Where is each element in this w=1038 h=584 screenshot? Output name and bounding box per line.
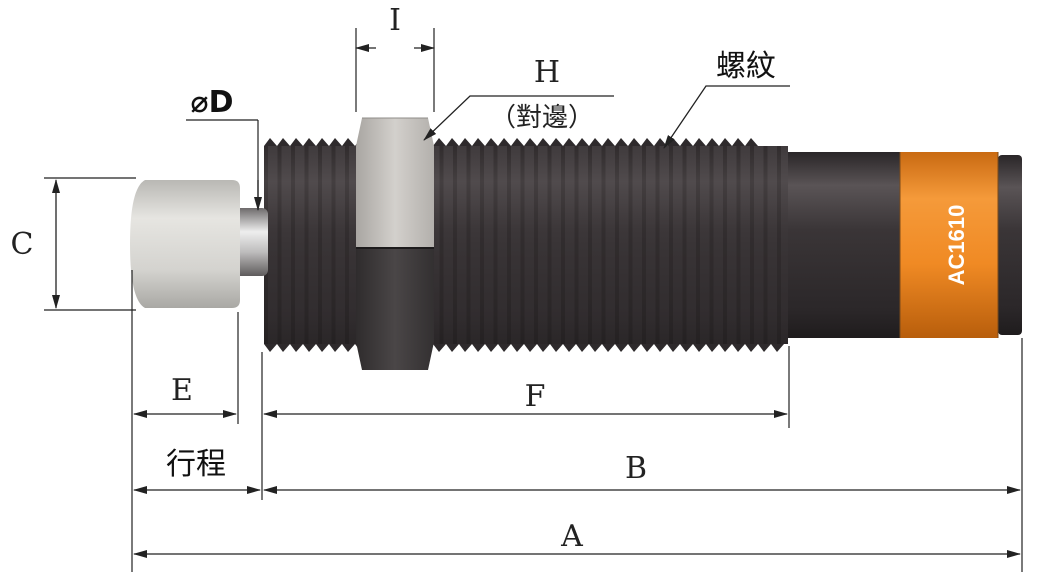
- label-c: C: [11, 227, 34, 262]
- label-h-note: （對邊）: [490, 103, 594, 133]
- label-i: I: [389, 3, 401, 38]
- hex-nut: [356, 117, 434, 370]
- rear-body: AC1610: [788, 152, 1022, 338]
- label-b: B: [625, 451, 647, 486]
- threaded-body: [264, 138, 788, 352]
- dimension-labels: I H （對邊） 螺紋 ⌀D C E F 行程 B A: [11, 3, 776, 554]
- model-label: AC1610: [944, 205, 969, 286]
- cap-button: [130, 180, 240, 308]
- label-h: H: [534, 55, 560, 90]
- dimension-lines: [52, 44, 1021, 558]
- label-d: ⌀D: [191, 85, 234, 120]
- label-f: F: [525, 379, 546, 414]
- label-e: E: [171, 373, 193, 408]
- extension-lines: [44, 28, 1023, 572]
- model-label-band: [900, 152, 998, 338]
- label-stroke: 行程: [166, 447, 226, 482]
- label-a: A: [560, 519, 583, 554]
- piston-rod: [232, 208, 268, 276]
- label-thread: 螺紋: [716, 49, 776, 84]
